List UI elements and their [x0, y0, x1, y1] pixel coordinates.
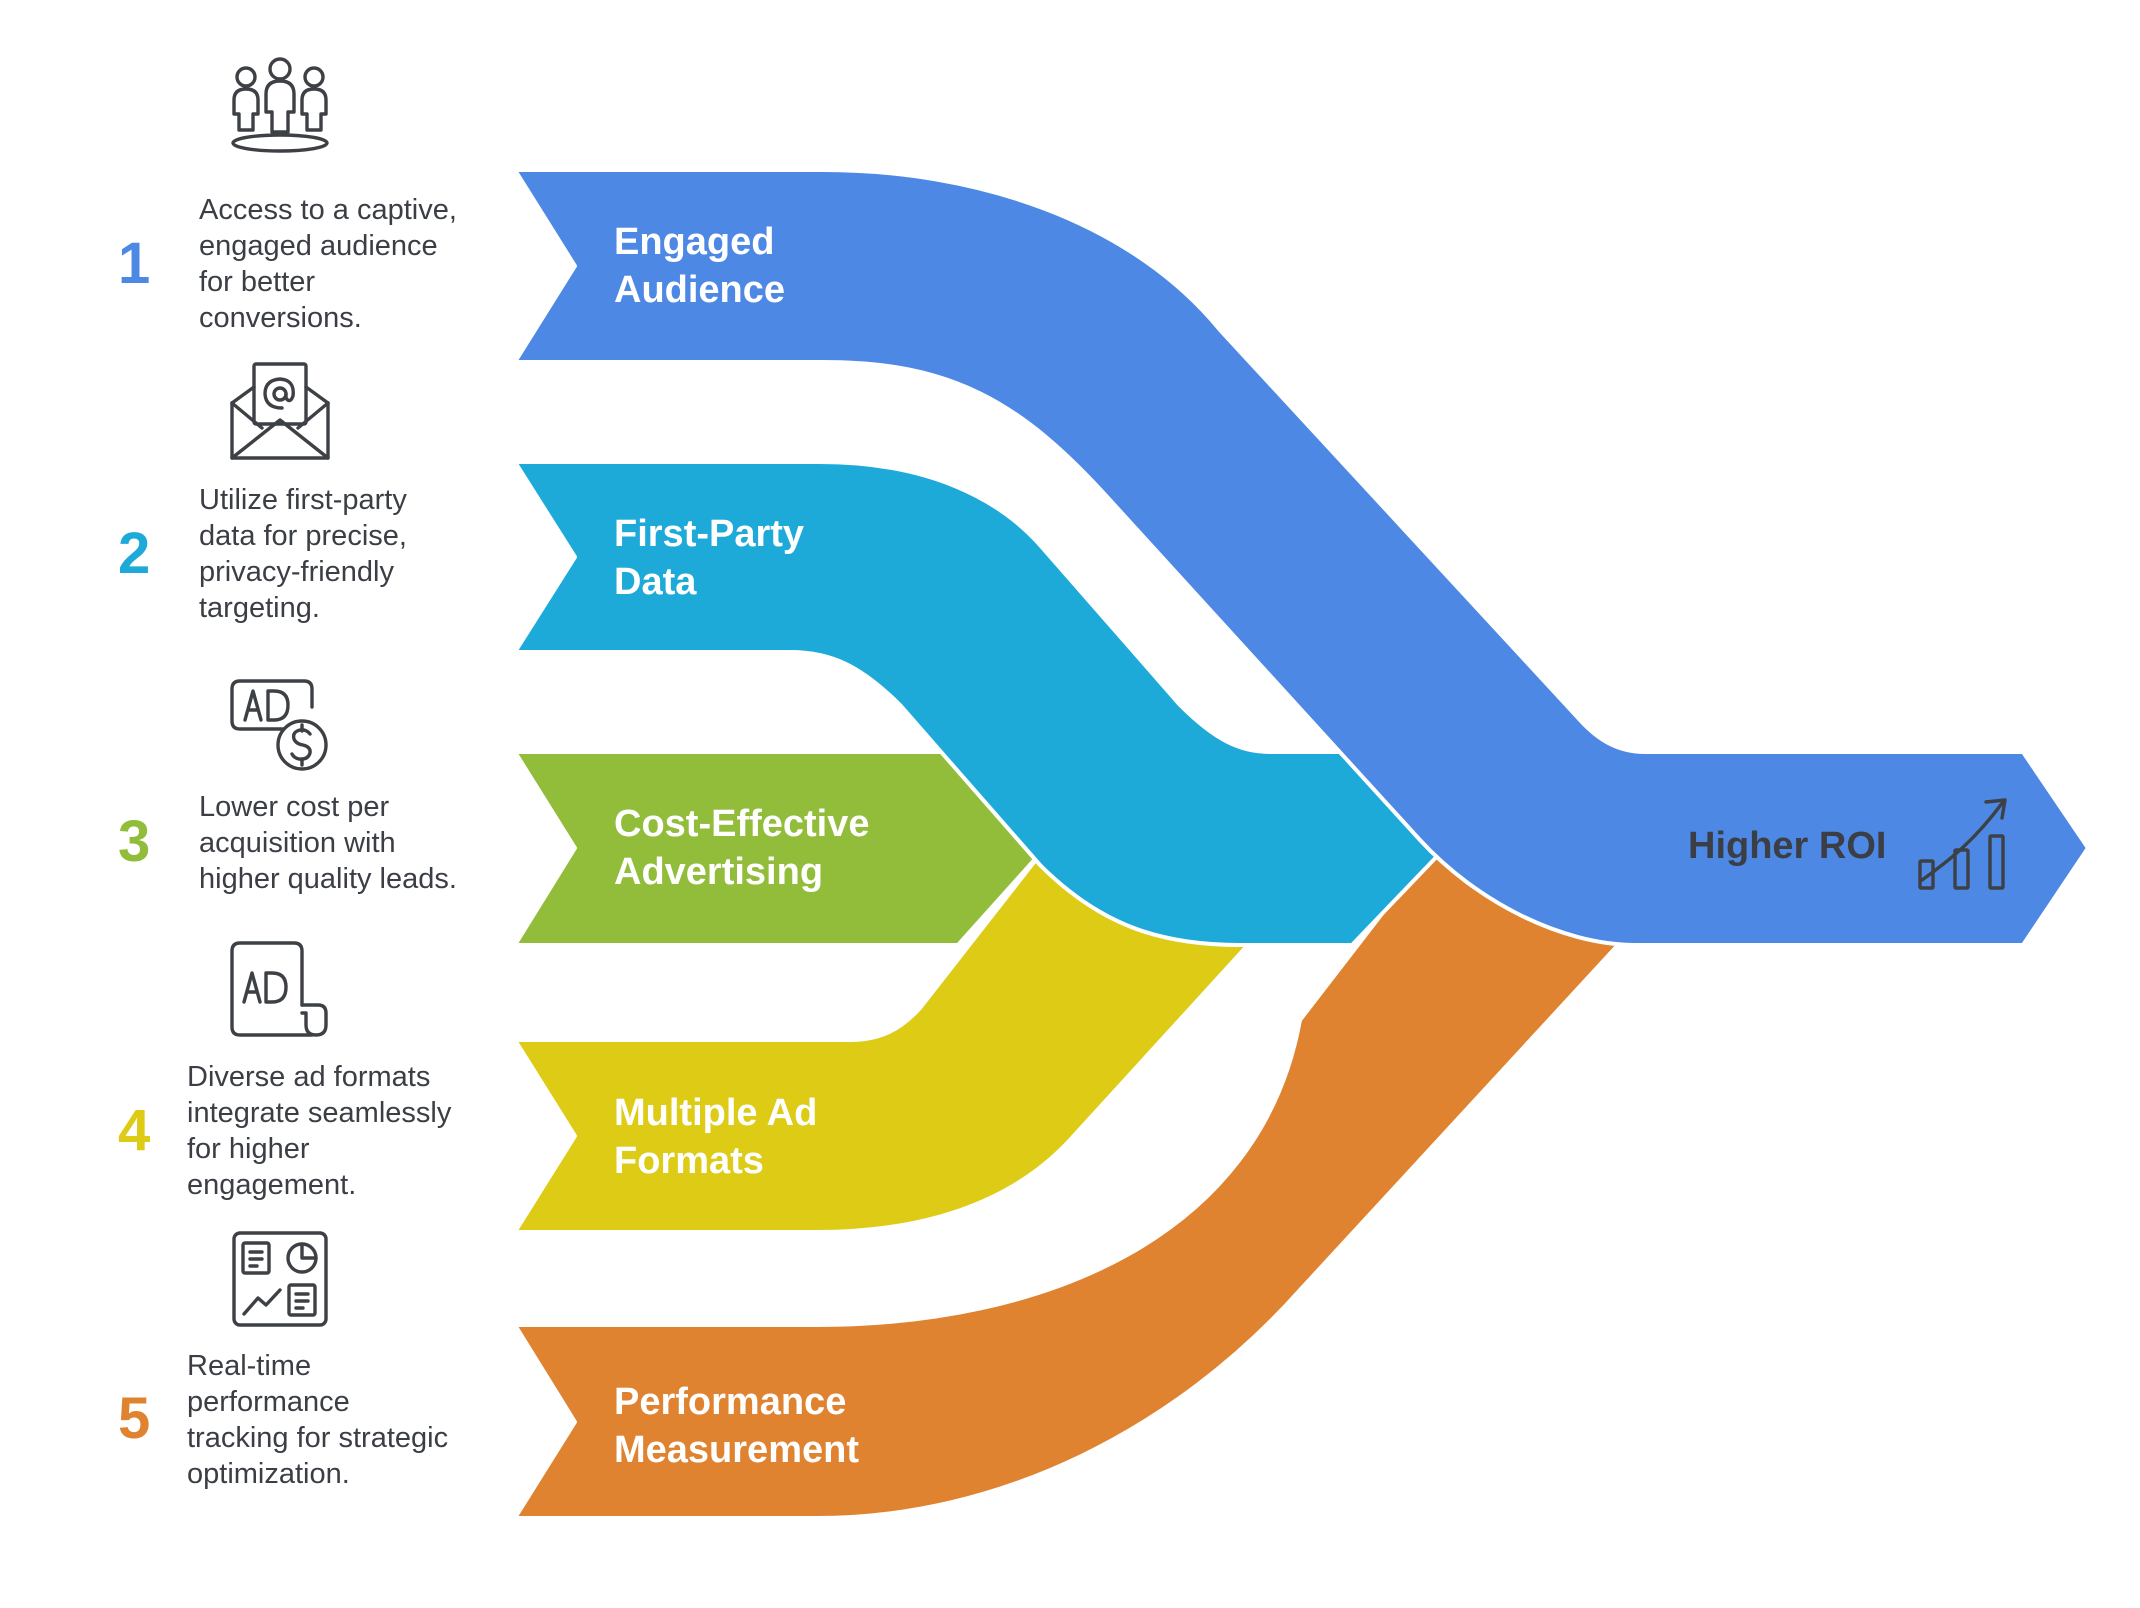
- stage-1-description-line-4: conversions.: [199, 302, 362, 334]
- stage-5-title-line-2: Measurement: [614, 1429, 859, 1471]
- stage-4-title-line-2: Formats: [614, 1140, 764, 1182]
- people-group-icon: [231, 57, 329, 153]
- stage-1-title-line-1: Engaged: [614, 221, 774, 263]
- stage-4-description-line-1: Diverse ad formats: [187, 1061, 430, 1093]
- flow-band-engaged-audience: [513, 168, 2090, 947]
- stage-2-description-line-4: targeting.: [199, 592, 320, 624]
- stage-4-description: Diverse ad formats integrate seamlessly …: [187, 1061, 459, 1201]
- stage-5-description-line-3: tracking for strategic: [187, 1422, 448, 1454]
- stage-3-title-line-2: Advertising: [614, 851, 823, 893]
- flow-band-first-party-data: [513, 460, 1447, 947]
- stage-2-description-line-1: Utilize first-party: [199, 484, 407, 516]
- ad-document-icon: [230, 941, 328, 1037]
- stage-4-description-line-3: for higher: [187, 1133, 310, 1165]
- stage-5-description-line-2: performance: [187, 1386, 350, 1418]
- stage-3-title: Cost-Effective Advertising: [614, 803, 880, 893]
- analytics-dashboard-icon: [232, 1231, 328, 1327]
- stage-1-description: Access to a captive, engaged audience fo…: [199, 194, 465, 334]
- stage-4-title-line-1: Multiple Ad: [614, 1092, 817, 1134]
- stage-2-number: 2: [118, 521, 150, 586]
- stage-2-description-line-2: data for precise,: [199, 520, 407, 552]
- email-at-envelope-icon: [230, 362, 330, 460]
- stage-4-title: Multiple Ad Formats: [614, 1092, 828, 1182]
- stage-2-description-line-3: privacy-friendly: [199, 556, 394, 588]
- stage-5-description-line-1: Real-time: [187, 1350, 311, 1382]
- stage-2-description: Utilize first-party data for precise, pr…: [199, 484, 415, 624]
- stage-3-description-line-3: higher quality leads.: [199, 863, 457, 895]
- stage-5-title-line-1: Performance: [614, 1381, 846, 1423]
- flow-band-multiple-ad-formats: [513, 846, 1250, 1234]
- stage-3-description: Lower cost per acquisition with higher q…: [199, 791, 457, 895]
- stage-1-description-line-2: engaged audience: [199, 230, 438, 262]
- stage-1-description-line-1: Access to a captive,: [199, 194, 457, 226]
- stage-3-description-line-2: acquisition with: [199, 827, 396, 859]
- stage-2-title: First-Party Data: [614, 513, 815, 603]
- stage-4-description-line-4: engagement.: [187, 1169, 356, 1201]
- stage-5-description: Real-time performance tracking for strat…: [187, 1350, 456, 1490]
- stage-3-description-line-1: Lower cost per: [199, 791, 390, 823]
- stage-1-number: 1: [118, 231, 150, 296]
- result-label: Higher ROI: [1688, 825, 1886, 867]
- ad-dollar-icon: [230, 679, 328, 771]
- stage-4-description-line-2: integrate seamlessly: [187, 1097, 452, 1129]
- growth-chart-icon: [1918, 798, 2007, 890]
- stage-3-number: 3: [118, 809, 150, 874]
- stage-5-title: Performance Measurement: [614, 1381, 859, 1471]
- stage-2-title-line-2: Data: [614, 561, 697, 603]
- stage-3-title-line-1: Cost-Effective: [614, 803, 870, 845]
- stage-1-description-line-3: for better: [199, 266, 315, 298]
- stage-2-title-line-1: First-Party: [614, 513, 804, 555]
- stage-1-title: Engaged Audience: [614, 221, 785, 311]
- stage-5-number: 5: [118, 1386, 150, 1451]
- stage-5-description-line-4: optimization.: [187, 1458, 350, 1490]
- stage-4-number: 4: [118, 1098, 150, 1163]
- stage-1-title-line-2: Audience: [614, 269, 785, 311]
